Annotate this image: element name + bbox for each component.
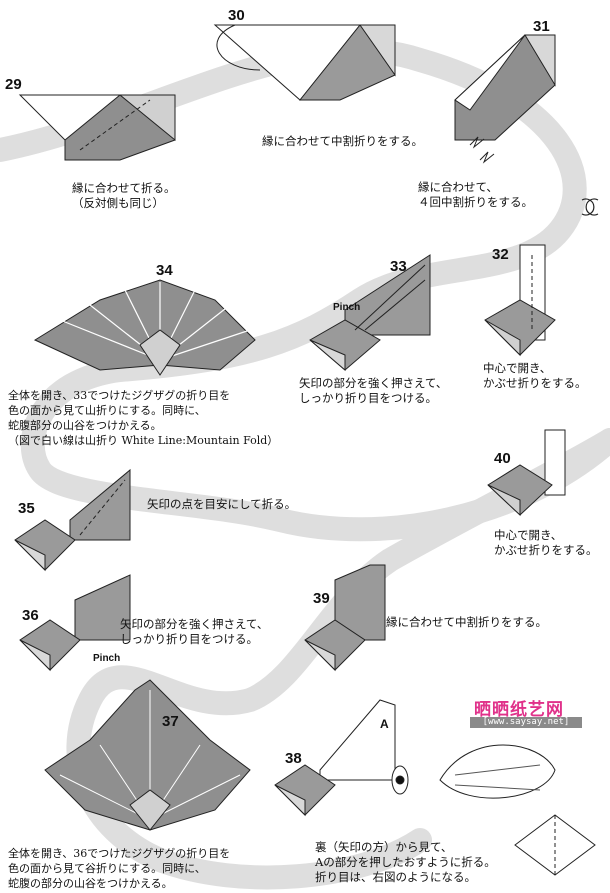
step-38-inset-drawing <box>439 744 596 876</box>
step-37-drawing <box>44 679 251 831</box>
step-caption: 矢印の部分を強く押さえて、 しっかり折り目をつける。 <box>120 617 269 646</box>
step-caption: 矢印の部分を強く押さえて、 しっかり折り目をつける。 <box>299 376 448 405</box>
pinch-label: Pinch <box>333 302 361 313</box>
step-40-drawing <box>487 429 566 517</box>
point-a-label: A <box>380 717 389 731</box>
step-caption: 縁に合わせて、 ４回中割折りをする。 <box>418 180 533 209</box>
watermark-url: [www.saysay.net] <box>470 717 582 728</box>
step-36-drawing <box>19 574 131 672</box>
step-34-drawing <box>33 279 256 376</box>
step-number: 34 <box>156 262 173 279</box>
watermark-brand: 晒晒纸艺网 <box>474 700 564 720</box>
step-number: 35 <box>18 500 35 517</box>
step-29-drawing <box>18 94 176 161</box>
step-number: 38 <box>285 750 302 767</box>
step-number: 30 <box>228 7 245 24</box>
step-32-drawing <box>484 244 556 357</box>
step-caption: 全体を開き、36でつけたジグザグの折り目を 色の面から見て谷折りにする。同時に、… <box>8 847 231 890</box>
step-number: 29 <box>5 76 22 93</box>
step-caption: 縁に合わせて中割折りをする。 <box>386 615 547 629</box>
step-number: 37 <box>162 713 179 730</box>
step-number: 39 <box>313 590 330 607</box>
step-caption: 矢印の点を目安にして折る。 <box>147 497 297 511</box>
turn-over-icon <box>581 198 599 216</box>
step-38-drawing <box>274 699 409 817</box>
step-caption: 縁に合わせて折る。 （反対側も同じ） <box>72 181 176 210</box>
step-number: 32 <box>492 246 509 263</box>
step-number: 33 <box>390 258 407 275</box>
step-number: 40 <box>494 450 511 467</box>
step-33-drawing <box>309 254 431 372</box>
step-caption: 全体を開き、33でつけたジグザグの折り目を 色の面から見て山折りにする。同時に、… <box>8 389 279 447</box>
step-caption: 中心で開き、 かぶせ折りをする。 <box>483 361 587 390</box>
step-caption: 縁に合わせて中割折りをする。 <box>262 134 423 148</box>
step-30-drawing <box>213 24 396 101</box>
step-caption: 中心で開き、 かぶせ折りをする。 <box>494 528 598 557</box>
step-number: 36 <box>22 607 39 624</box>
step-31-drawing <box>454 34 556 164</box>
step-number: 31 <box>533 18 550 35</box>
pinch-label: Pinch <box>93 653 121 664</box>
step-39-drawing <box>304 564 386 672</box>
step-35-drawing <box>14 468 131 572</box>
step-caption: 裏（矢印の方）から見て、 Aの部分を押したおすように折る。 折り目は、右図のよう… <box>315 840 496 884</box>
